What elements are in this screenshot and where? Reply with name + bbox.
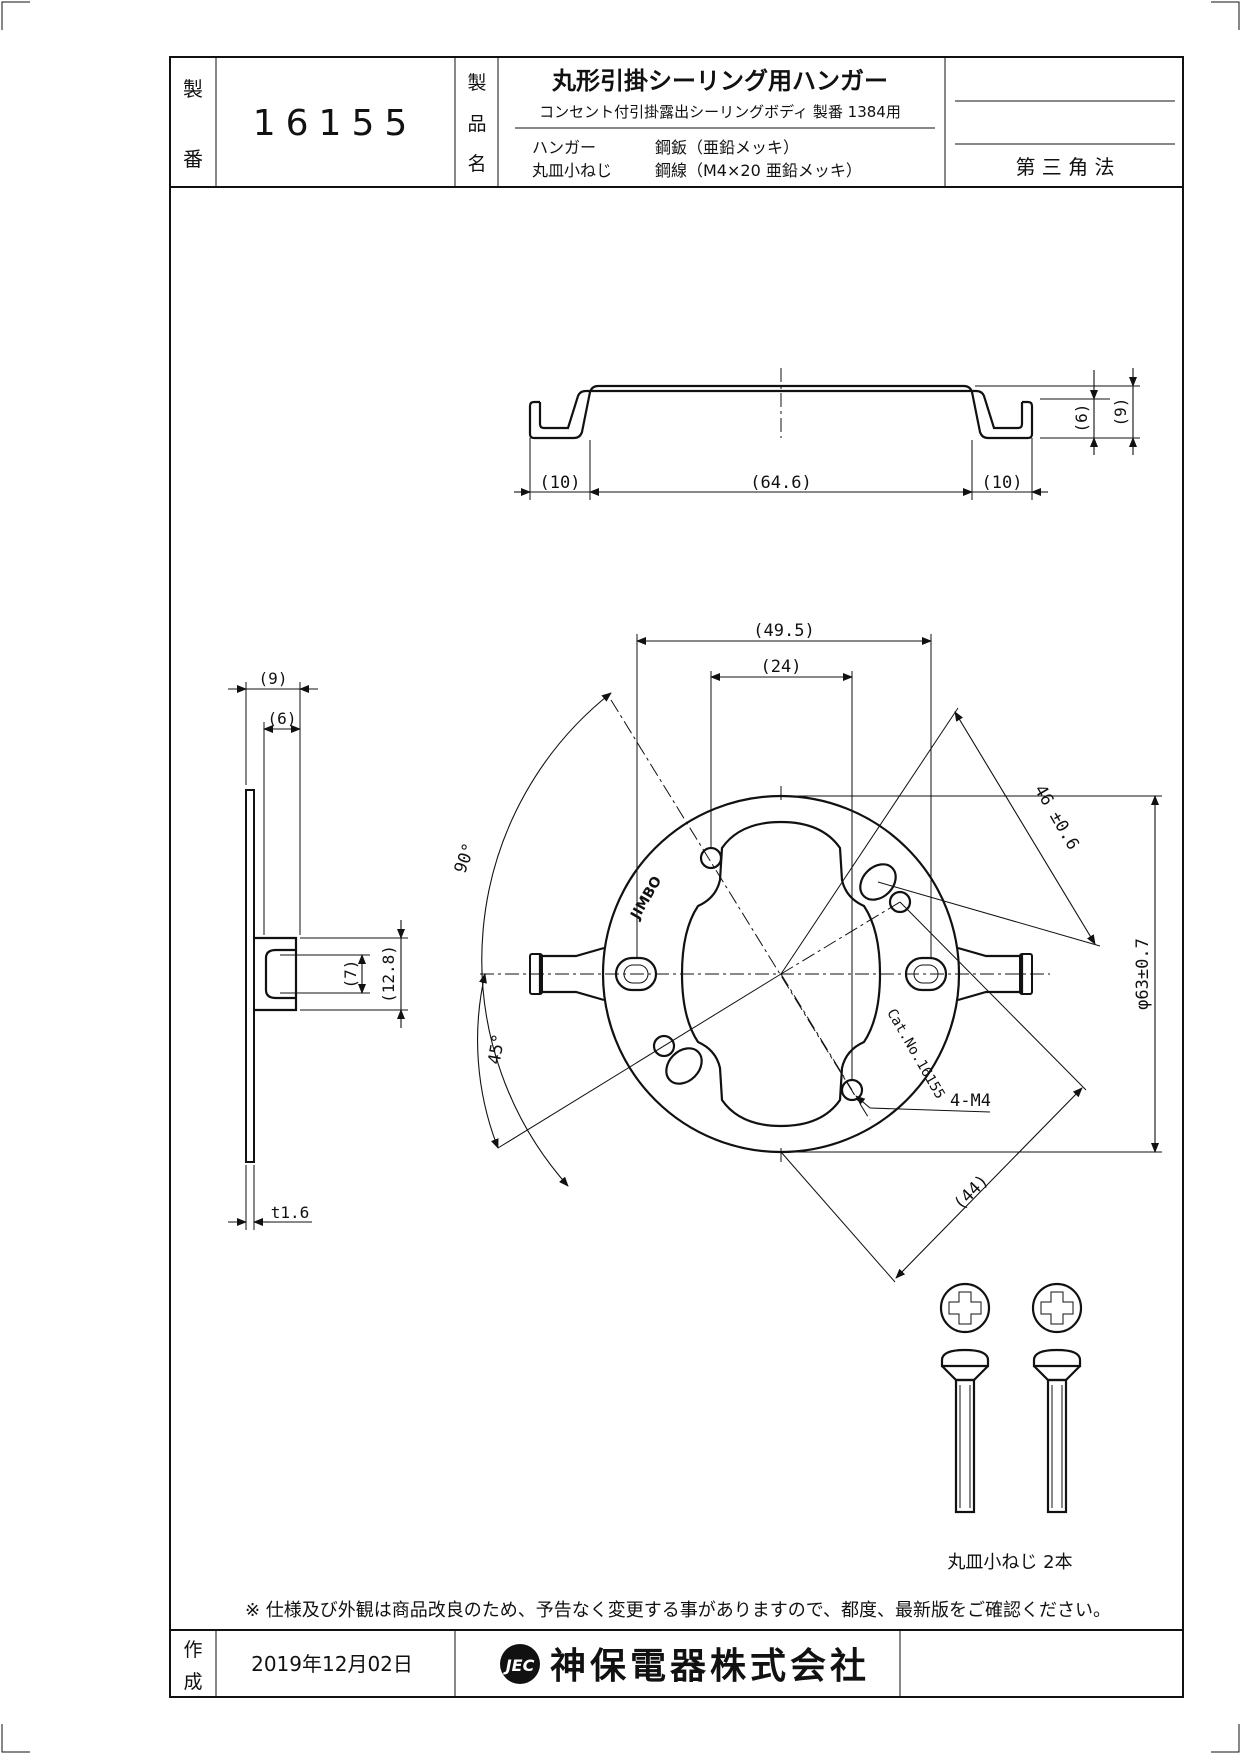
screw-2 — [1031, 1282, 1083, 1514]
label-product-no-1: 製 — [183, 77, 203, 101]
hanger-profile-inner — [538, 389, 1024, 430]
screws-caption: 丸皿小ねじ 2本 — [947, 1552, 1072, 1573]
label-product-no-2: 番 — [183, 147, 203, 171]
product-subtitle: コンセント付引掛露出シーリングボディ 製番 1384用 — [539, 103, 901, 121]
dim-width-outer: (49.5) — [753, 621, 814, 641]
dim-top-height-outer: (9) — [1111, 398, 1130, 427]
dim-thread: 4-M4 — [950, 1091, 991, 1111]
dim-side-outer: (9) — [259, 669, 288, 688]
side-plate — [245, 789, 255, 1163]
screws: 丸皿小ねじ 2本 — [939, 1282, 1083, 1573]
label-created-1: 作 — [183, 1639, 202, 1661]
label-product-name-3: 名 — [467, 153, 486, 175]
dim-width-inner: (24) — [761, 657, 802, 677]
label-product-name-1: 製 — [467, 72, 486, 94]
dim-side-tab: (12.8) — [379, 945, 398, 1003]
sheet-frame — [169, 56, 1184, 1698]
dim-top-right: (10) — [982, 473, 1023, 493]
top-view: (10) (64.6) (10) (6) (9) — [514, 368, 1140, 500]
screw-1 — [939, 1282, 991, 1514]
dim-top-left: (10) — [540, 473, 581, 493]
dim-diameter: φ63±0.7 — [1133, 938, 1153, 1010]
dim-side-thickness: t1.6 — [271, 1203, 310, 1222]
dim-top-height-inner: (6) — [1072, 404, 1091, 433]
notice-text: ※ 仕様及び外観は商品改良のため、予告なく変更する事がありますので、都度、最新版… — [245, 1600, 1111, 1621]
slot-lower-left — [665, 1047, 703, 1085]
created-date: 2019年12月02日 — [251, 1652, 413, 1676]
plan-view: JIMBO Cat.No.16155 (49.5) (24) 46 ±0.6 φ… — [451, 621, 1162, 1283]
brand-stamp: JIMBO — [627, 874, 665, 924]
footer: ※ 仕様及び外観は商品改良のため、予告なく変更する事がありますので、都度、最新版… — [170, 1600, 1183, 1697]
slot-upper-right — [859, 863, 897, 901]
dim-diag: (44) — [950, 1171, 993, 1214]
material-spec-1: 鋼鈑（亜鉛メッキ） — [655, 138, 799, 157]
product-title: 丸形引掛シーリング用ハンガー — [551, 67, 888, 95]
title-block: 製 番 16155 製 品 名 丸形引掛シーリング用ハンガー コンセント付引掛露… — [170, 57, 1183, 188]
cat-number-stamp: Cat.No.16155 — [883, 1006, 947, 1102]
dim-pitch: 46 ±0.6 — [1030, 781, 1083, 853]
company-logo: JEC — [500, 1644, 540, 1684]
dim-angle-large: 90° — [451, 840, 480, 876]
dim-side-slot: (7) — [341, 960, 360, 989]
material-part-2: 丸皿小ねじ — [532, 161, 612, 180]
hole-upper-right — [888, 890, 912, 914]
hole-lower-left — [652, 1034, 676, 1058]
projection-method: 第 三 角 法 — [1015, 155, 1114, 179]
material-part-1: ハンガー — [532, 138, 596, 157]
product-number: 16155 — [253, 103, 418, 144]
side-slot — [264, 948, 296, 1000]
logo-text: JEC — [503, 1656, 535, 1675]
material-spec-2: 鋼線（M4×20 亜鉛メッキ） — [655, 161, 862, 180]
label-product-name-2: 品 — [467, 113, 486, 135]
dim-side-inner: (6) — [268, 709, 297, 728]
side-tab — [254, 936, 298, 1012]
label-created-2: 成 — [183, 1671, 202, 1693]
hanger-right-ear — [957, 946, 1024, 1002]
company-name: 神保電器株式会社 — [550, 1646, 870, 1687]
dim-top-middle: (64.6) — [750, 473, 811, 493]
side-view: (9) (6) (7) (12.8) t1.6 — [228, 669, 408, 1230]
dim-angle-small: 45° — [485, 1032, 510, 1066]
